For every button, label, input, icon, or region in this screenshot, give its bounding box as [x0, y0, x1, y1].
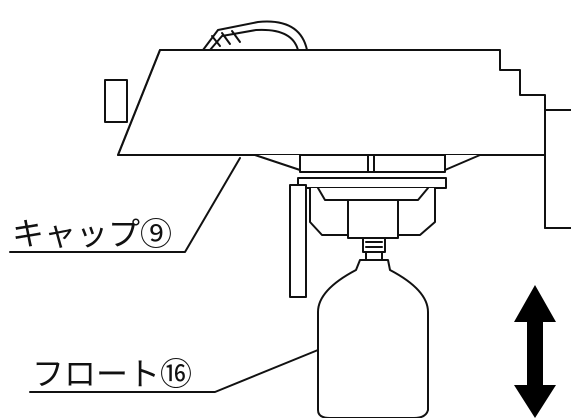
float-stem — [362, 237, 386, 261]
cap-leader-line — [9, 157, 241, 253]
callout-leaders — [9, 157, 319, 393]
hose-fitting — [202, 20, 308, 51]
float-label: フロート⑯ — [32, 355, 192, 393]
double-arrow-icon — [514, 285, 556, 418]
cap-lower-housing — [254, 154, 481, 239]
side-rod — [289, 184, 307, 298]
float-leader-line — [29, 349, 319, 393]
float-body — [317, 259, 429, 418]
cap-label: キャップ⑨ — [12, 215, 172, 253]
